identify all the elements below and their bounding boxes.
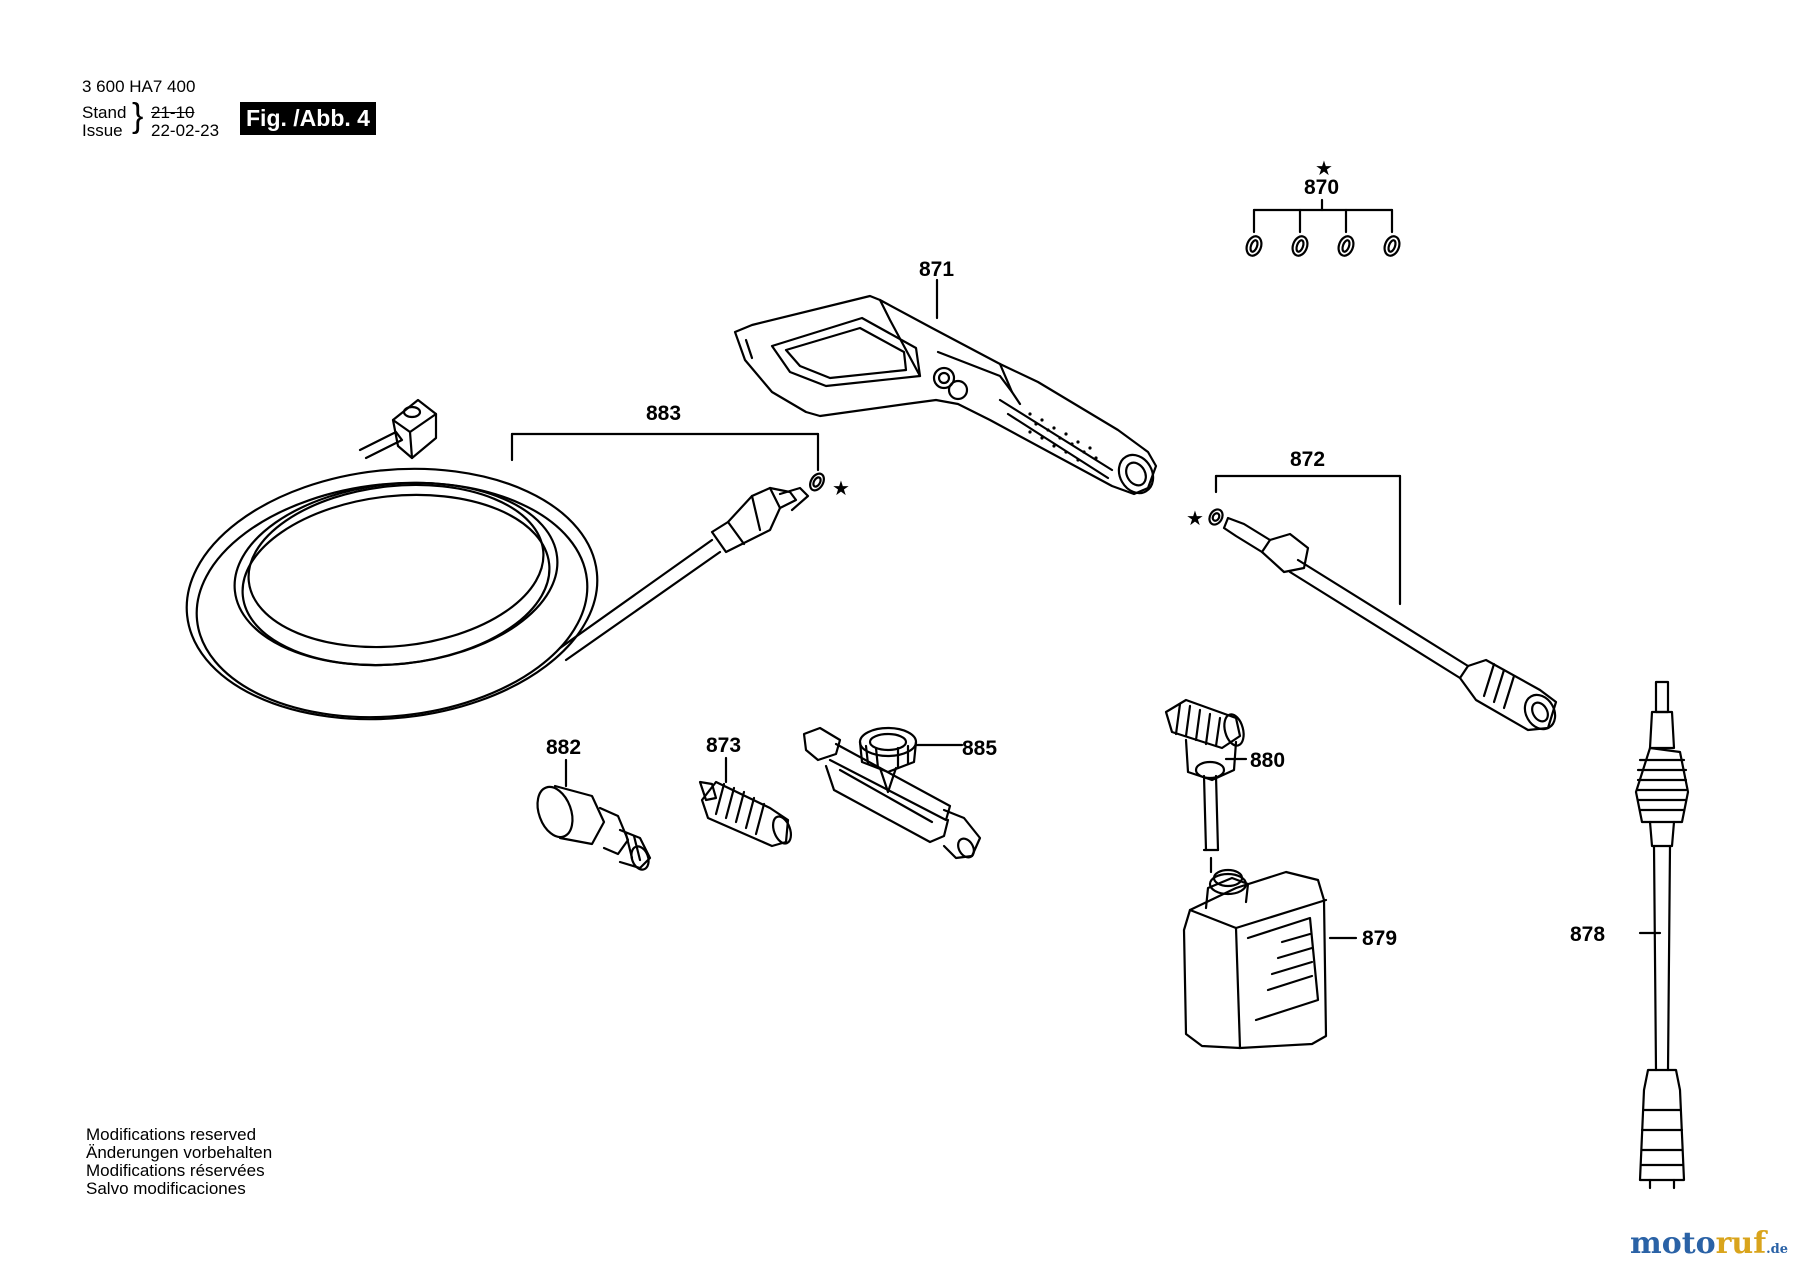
figure-label: Fig. /Abb. 4 [240, 102, 376, 135]
watermark-part-3: .de [1766, 1242, 1788, 1257]
hose-883 [185, 398, 825, 721]
detergent-tank-879 [1182, 868, 1358, 1050]
suction-pickup-880 [1164, 698, 1248, 874]
watermark-part-2: ruf [1715, 1226, 1767, 1261]
stand-label: Stand [82, 103, 127, 122]
document-number: 3 600 HA7 400 [82, 77, 196, 96]
issue-label: Issue [82, 121, 123, 140]
callout-880: 880 [1250, 749, 1286, 772]
spray-gun-grip-texture [1028, 412, 1098, 462]
lance-872 [1208, 474, 1558, 732]
callout-882: 882 [546, 736, 582, 759]
footer-note-es: Salvo modificaciones [86, 1179, 246, 1198]
callout-885: 885 [962, 737, 998, 760]
star-marker: ★ [1186, 508, 1204, 530]
date-brace: } [132, 97, 144, 135]
issue-date: 22-02-23 [151, 121, 220, 140]
extension-lance-878 [1634, 680, 1690, 1190]
spray-gun-871 [733, 278, 1158, 496]
footer-note-de: Änderungen vorbehalten [86, 1143, 273, 1162]
adapter-882 [536, 758, 652, 871]
manifold-885 [802, 726, 982, 860]
callout-879: 879 [1362, 927, 1398, 950]
callout-873: 873 [706, 734, 742, 757]
watermark-logo: motoruf.de [1630, 1226, 1788, 1261]
star-marker: ★ [832, 478, 850, 500]
callout-872: 872 [1290, 448, 1326, 471]
star-marker: ★ [1315, 158, 1333, 180]
superseded-date: 21-10 [151, 103, 195, 122]
filter-873 [698, 756, 793, 848]
o-ring-set-870 [1245, 198, 1401, 257]
watermark-part-1: moto [1629, 1226, 1716, 1261]
callout-870: 870 [1304, 176, 1340, 199]
callout-878: 878 [1570, 923, 1606, 946]
callout-883: 883 [646, 402, 682, 425]
callout-871: 871 [919, 258, 955, 281]
footer-note-en: Modifications reserved [86, 1125, 257, 1144]
footer-note-fr: Modifications réservées [86, 1161, 265, 1180]
